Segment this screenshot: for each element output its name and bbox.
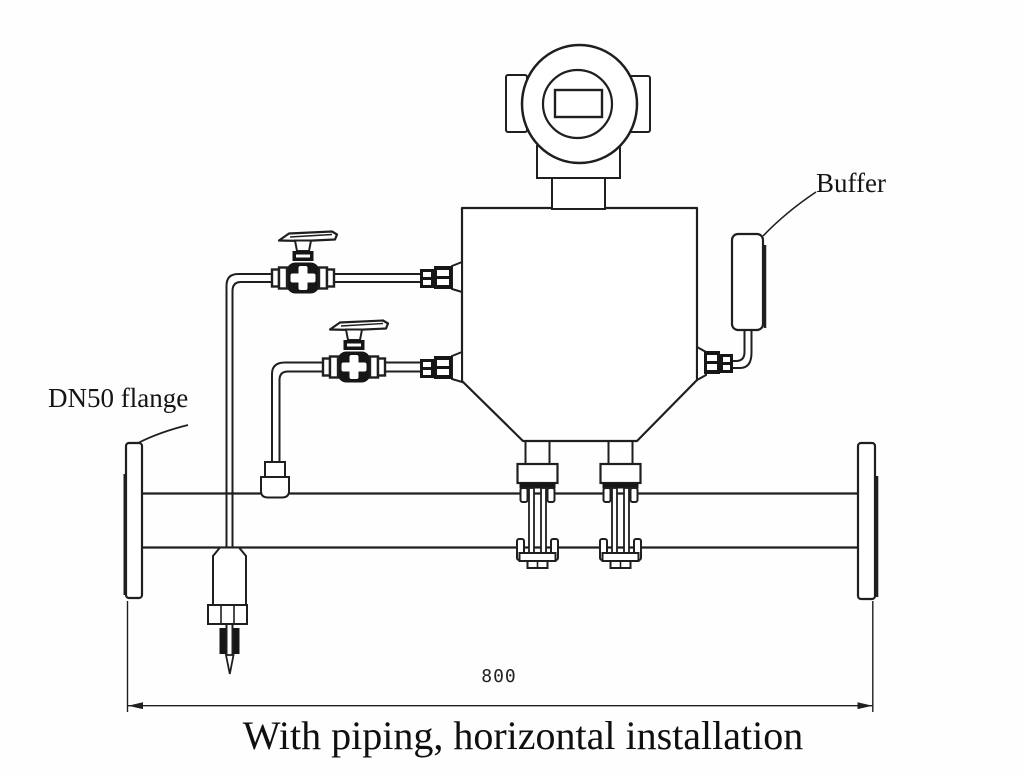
flange-label: DN50 flange (48, 383, 189, 413)
probe-tip (224, 654, 235, 675)
buffer-pipe (733, 329, 753, 369)
dimension-arrow-left (128, 702, 143, 710)
right-flange (856, 441, 879, 601)
transmitter-head (505, 43, 651, 210)
left-flange (123, 441, 144, 600)
dimension-arrow-right (857, 702, 873, 710)
body-fitting-right (696, 345, 733, 382)
buffer-vessel (730, 232, 767, 332)
flange-leader-line (138, 424, 189, 444)
pipe-length-dimension: 800 (481, 666, 517, 687)
upper-impulse-pipe (225, 273, 420, 656)
pipe-clamp-right (598, 439, 643, 570)
pipe-clamp-left (515, 439, 560, 570)
needle-valve-lower (321, 319, 390, 384)
buffer-label: Buffer (816, 168, 886, 198)
lcd-display (553, 88, 604, 119)
lower-impulse-pipe (271, 361, 420, 462)
body-fitting-upper-left (420, 260, 463, 294)
body-fitting-lower-left (420, 350, 463, 384)
dimension-line (126, 601, 874, 712)
buffer-leader-line (762, 191, 817, 237)
thermowell-probe (207, 546, 248, 675)
meter-body (420, 206, 733, 443)
needle-valve-upper (270, 230, 339, 295)
figure-caption: With piping, horizontal installation (242, 713, 804, 758)
pressure-tap (260, 461, 290, 499)
main-pipe (142, 492, 858, 549)
